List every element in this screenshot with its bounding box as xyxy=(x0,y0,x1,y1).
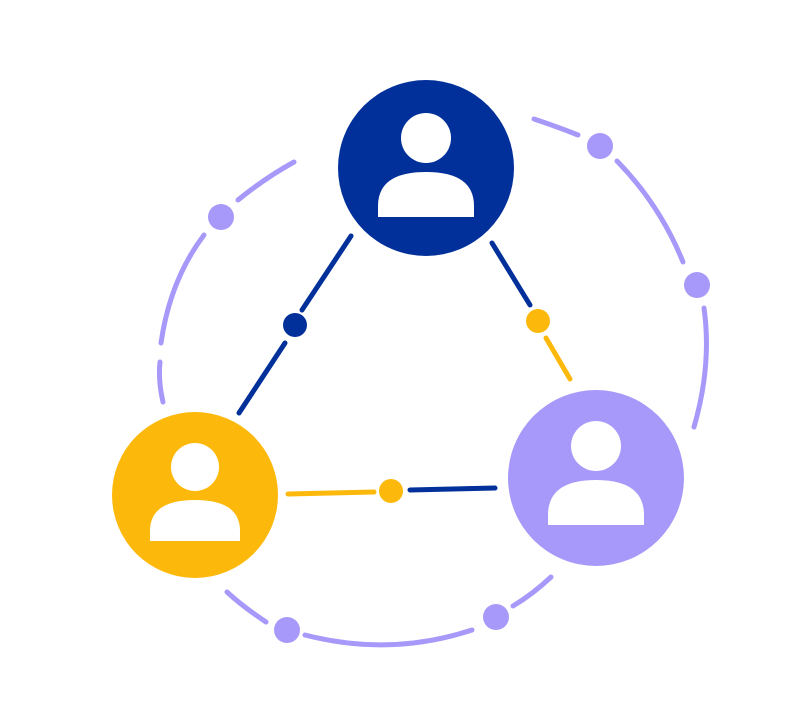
outer-ring-dots xyxy=(208,133,710,643)
link-segment xyxy=(299,233,354,313)
ring-arc xyxy=(235,159,297,203)
link-left-right xyxy=(285,479,498,503)
ring-arc xyxy=(510,574,554,609)
link-dot xyxy=(526,309,550,333)
user-icon-body xyxy=(150,500,240,541)
ring-arc xyxy=(224,589,269,625)
ring-arc xyxy=(158,232,207,346)
ring-arc xyxy=(302,627,475,648)
outer-ring xyxy=(156,116,709,648)
user-icon-head xyxy=(571,421,621,471)
node-circle xyxy=(338,80,514,256)
ring-dot xyxy=(274,617,300,643)
link-segment-amber xyxy=(543,335,573,382)
ring-arc xyxy=(531,116,581,138)
user-icon xyxy=(150,443,240,541)
ring-dot xyxy=(587,133,613,159)
ring-arc xyxy=(614,158,686,265)
node-left xyxy=(112,412,278,578)
user-icon xyxy=(548,421,644,525)
ring-dot xyxy=(483,604,509,630)
link-segment xyxy=(236,340,288,416)
link-top-left xyxy=(236,233,354,416)
node-top xyxy=(338,80,514,256)
node-circle xyxy=(112,412,278,578)
link-segment-navy xyxy=(407,485,498,493)
user-icon-head xyxy=(401,113,451,163)
node-right xyxy=(508,390,684,566)
node-circle xyxy=(508,390,684,566)
ring-arc xyxy=(691,305,709,430)
ring-dot xyxy=(684,272,710,298)
link-segment-amber xyxy=(285,489,377,497)
ring-arc xyxy=(156,359,166,405)
user-icon-body xyxy=(378,172,474,217)
ring-dot xyxy=(208,204,234,230)
link-dot xyxy=(283,313,307,337)
link-dot xyxy=(379,479,403,503)
user-icon-body xyxy=(548,480,644,525)
user-icon xyxy=(378,113,474,217)
link-top-right xyxy=(489,240,573,382)
user-icon-head xyxy=(171,443,219,491)
link-segment-navy xyxy=(489,240,533,308)
